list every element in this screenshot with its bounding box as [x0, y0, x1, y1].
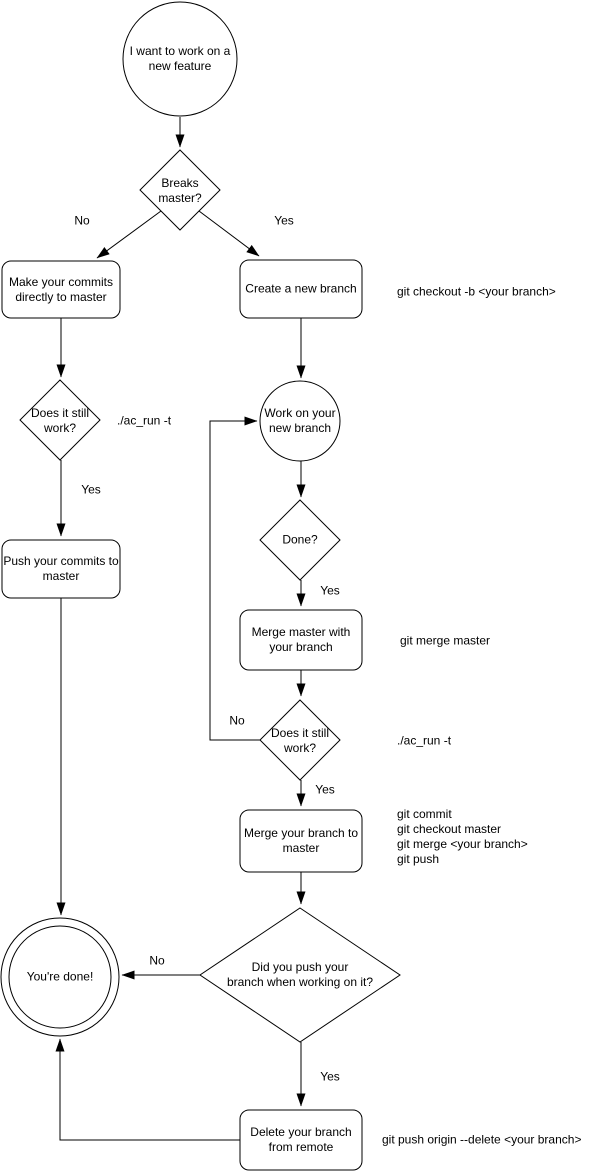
make-commits-box-shape: [1, 260, 121, 319]
work-branch-circle-shape: [259, 380, 341, 462]
merge-branch-label: Merge your branch to master: [243, 826, 359, 855]
edge-breaks-yes: [198, 210, 260, 257]
youre-done-label: You're done!: [26, 969, 94, 984]
still-work-1-label: Does it still work?: [30, 406, 89, 435]
breaks-master-label: Breaks master?: [158, 176, 202, 205]
annotation-still-work-2: ./ac_run -t: [397, 733, 452, 748]
make-commits-label: Make your commits directly to master: [8, 275, 114, 304]
edge-label-still1-yes: Yes: [81, 482, 101, 497]
push-commits-box-shape: [1, 539, 121, 599]
create-branch-box-shape: [239, 259, 363, 319]
still-work-2-label: Does it still work?: [270, 726, 329, 755]
start-node-label: I want to work on a new feature: [129, 44, 231, 73]
still-work-2-diamond-shape: [259, 699, 341, 781]
edge-label-still2-yes: Yes: [315, 782, 335, 797]
edge-label-push-no: No: [149, 953, 165, 968]
breaks-master-diamond-shape: [139, 149, 221, 231]
edge-label-breaks-yes: Yes: [274, 213, 294, 228]
create-branch-label: Create a new branch: [245, 281, 357, 296]
annotation-merge-branch: git commit git checkout master git merge…: [397, 807, 528, 866]
done-diamond-shape: [259, 499, 341, 581]
edge-label-push-yes: Yes: [320, 1069, 340, 1084]
edge-label-done-yes: Yes: [320, 583, 340, 598]
work-branch-label: Work on your new branch: [264, 406, 336, 435]
annotation-create-branch: git checkout -b <your branch>: [397, 284, 556, 299]
edge-label-breaks-no: No: [74, 213, 90, 228]
start-circle-shape: [122, 1, 238, 117]
push-question-diamond-shape: [199, 907, 401, 1043]
done-circle-inner-shape: [8, 925, 112, 1029]
still-work-1-diamond-shape: [19, 379, 101, 461]
delete-branch-label: Delete your branch from remote: [250, 1125, 352, 1154]
edge-still2-no-loop: [209, 416, 260, 741]
merge-branch-box-shape: [239, 809, 363, 873]
edge-delete-to-done-loop: [55, 1038, 240, 1141]
delete-branch-box-shape: [239, 1109, 363, 1171]
annotation-delete-branch: git push origin --delete <your branch>: [382, 1132, 582, 1147]
push-commits-label: Push your commits to master: [3, 554, 119, 583]
edge-label-still2-no: No: [229, 713, 245, 728]
merge-master-label: Merge master with your branch: [251, 625, 351, 654]
annotation-merge-master: git merge master: [400, 633, 491, 648]
merge-master-box-shape: [239, 609, 363, 671]
done-question-label: Done?: [282, 532, 318, 547]
annotation-still-work-1: ./ac_run -t: [117, 413, 172, 428]
push-question-label: Did you push your branch when working on…: [226, 960, 374, 989]
edge-breaks-no: [96, 210, 162, 259]
